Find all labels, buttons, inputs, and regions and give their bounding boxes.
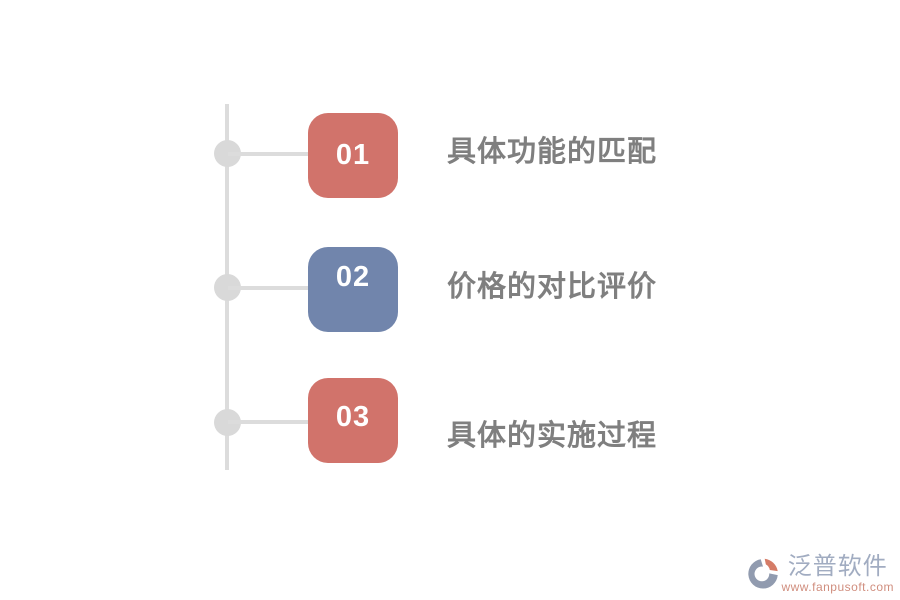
step-label-3: 具体的实施过程 — [447, 420, 658, 452]
fanpu-pie-icon-primary-shape — [748, 559, 779, 589]
timeline-connector-line-2 — [228, 286, 308, 290]
timeline-connector-line-3 — [228, 420, 308, 424]
logo-brand-name: 泛普软件 — [787, 553, 888, 580]
step-label-1: 具体功能的匹配 — [447, 136, 658, 168]
step-number-box-1: 01 — [308, 113, 398, 198]
fanpu-pie-icon — [748, 558, 779, 589]
step-label-2: 价格的对比评价 — [447, 271, 658, 303]
step-number-box-3: 03 — [308, 378, 398, 463]
timeline-connector-line-1 — [228, 152, 308, 156]
step-number-box-2: 02 — [308, 247, 398, 332]
step-number-1: 01 — [335, 139, 371, 171]
fanpu-logo-text: 泛普软件 www.fanpusoft.com — [781, 553, 894, 595]
logo-website: www.fanpusoft.com — [781, 580, 894, 594]
fanpu-pie-icon-accent-shape — [765, 558, 779, 572]
fanpu-logo: 泛普软件 www.fanpusoft.com — [746, 554, 894, 594]
step-number-3: 03 — [335, 401, 371, 433]
step-number-2: 02 — [335, 261, 371, 293]
